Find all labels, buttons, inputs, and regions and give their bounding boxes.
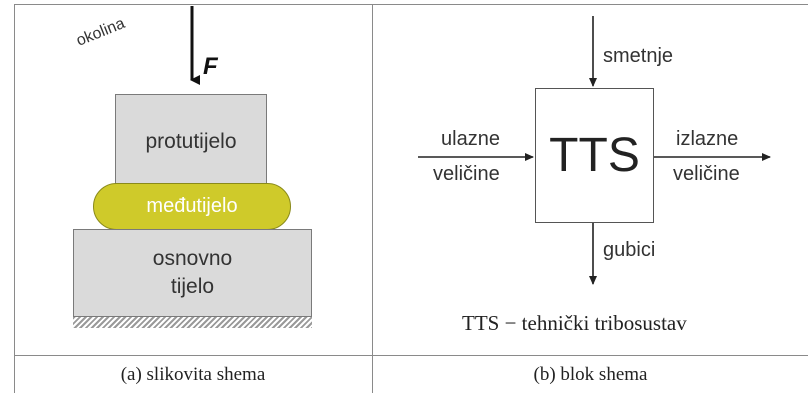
counter-body-label: protutijelo [145, 130, 237, 154]
tts-block-label: TTS [549, 129, 640, 182]
counter-body: protutijelo [115, 94, 267, 191]
frame-divider-vertical [372, 4, 373, 393]
tts-block: TTS [535, 88, 654, 223]
force-label: F [203, 53, 218, 80]
tts-legend: TTS − tehnički tribosustav [462, 311, 687, 335]
loss-label: gubici [603, 239, 656, 261]
intermediate-body-label: međutijelo [146, 195, 238, 217]
base-body-label-line2: tijelo [170, 275, 215, 298]
ground-hatching [73, 317, 312, 328]
panel-pictorial-scheme: okolina F protutijelo međutijelo osnovno… [0, 0, 372, 393]
force-arrow-graphic [190, 6, 200, 85]
output-label-line2: veličine [673, 163, 740, 185]
base-body-label-line1: osnovno [152, 246, 233, 270]
input-label-line1: ulazne [441, 128, 500, 150]
caption-block: (b) blok shema [533, 364, 648, 385]
frame-top [14, 4, 808, 5]
disturbance-label: smetnje [603, 45, 674, 67]
base-body: osnovno tijelo [73, 229, 312, 317]
caption-pictorial: (a) slikovita shema [120, 364, 266, 385]
output-label-line1: izlazne [676, 128, 739, 150]
input-label-line2: veličine [433, 163, 500, 185]
frame-divider-horizontal [14, 355, 808, 356]
frame-left [14, 4, 15, 393]
